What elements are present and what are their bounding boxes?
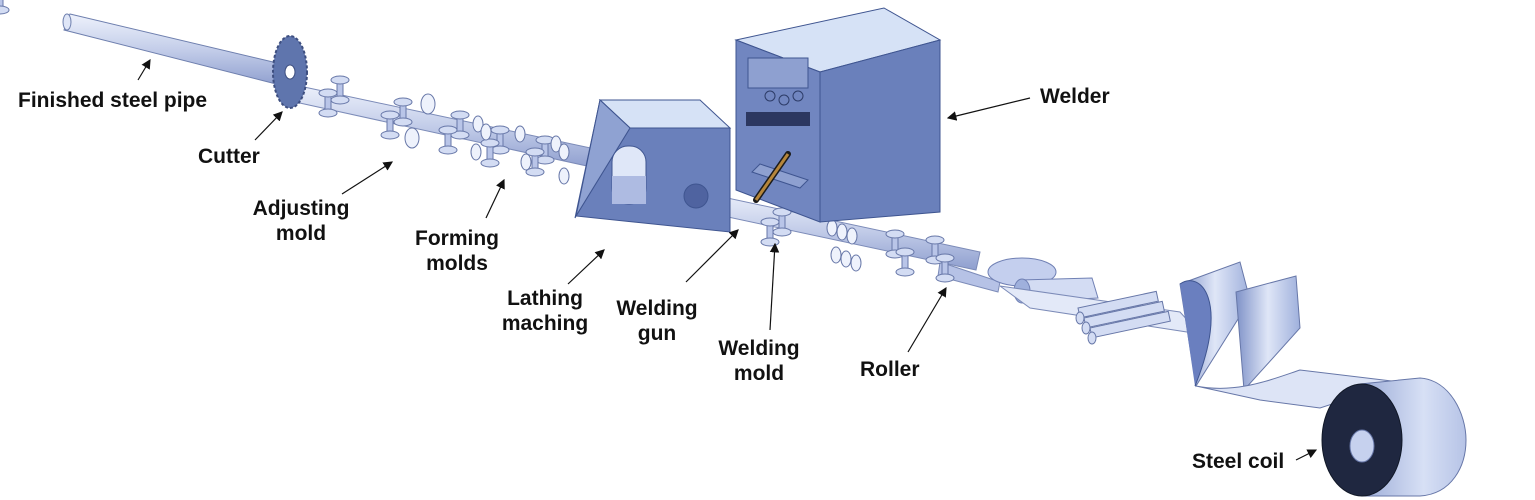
annotation-arrows xyxy=(137,58,1318,461)
label-steel-coil: Steel coil xyxy=(1192,450,1285,473)
label-lathing-line1: Lathing xyxy=(507,287,583,310)
steel-coil xyxy=(1321,377,1467,497)
label-welding-mold: Welding mold xyxy=(706,336,812,386)
guide-rollers xyxy=(1075,290,1171,345)
label-adjusting-mold-line1: Adjusting xyxy=(252,197,350,220)
label-forming-molds: Forming molds xyxy=(408,226,506,276)
label-welding-gun-line2: gun xyxy=(637,322,677,345)
label-finished-steel-pipe: Finished steel pipe xyxy=(18,89,208,112)
lathing-machine xyxy=(574,99,732,233)
label-adjusting-mold-line2: mold xyxy=(275,222,327,245)
welding-gun xyxy=(753,151,791,203)
label-forming-molds-line2: molds xyxy=(426,252,488,275)
mold-rollers xyxy=(0,0,955,283)
label-adjusting-mold: Adjusting mold xyxy=(246,196,356,246)
label-forming-molds-line1: Forming xyxy=(415,227,499,250)
label-welding-gun: Welding gun xyxy=(604,296,710,346)
label-welding-gun-line1: Welding xyxy=(616,297,698,320)
label-cutter: Cutter xyxy=(198,145,260,168)
label-welder: Welder xyxy=(1040,85,1110,108)
cutter-blade xyxy=(272,35,308,109)
label-welding-mold-line1: Welding xyxy=(718,337,800,360)
label-welding-mold-line2: mold xyxy=(733,362,785,385)
label-roller: Roller xyxy=(860,358,920,381)
label-lathing-line2: maching xyxy=(501,312,589,335)
welder-cabinet xyxy=(734,7,942,223)
side-wheels xyxy=(404,93,862,272)
finished-steel-pipe xyxy=(62,13,291,87)
label-lathing-machine: Lathing maching xyxy=(490,286,600,336)
